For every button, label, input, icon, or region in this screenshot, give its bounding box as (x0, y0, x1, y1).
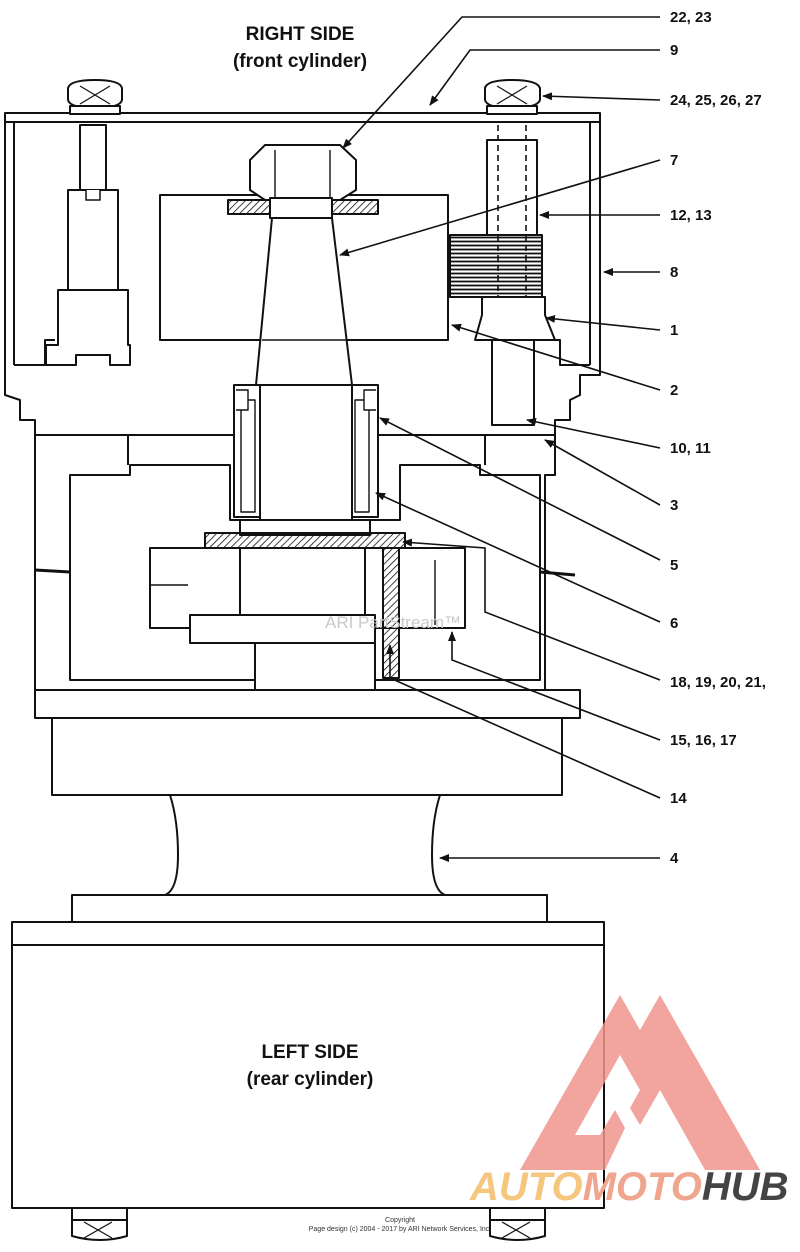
logo-triangle-mark (520, 995, 760, 1170)
leader-22-23 (342, 16, 660, 149)
partstream-watermark: ARI PartStream™ (325, 613, 461, 632)
callout-3: 3 (670, 497, 678, 514)
leader-9 (429, 49, 660, 106)
callout-14: 14 (670, 790, 687, 807)
brand-text: AUTOMOTOHUB (469, 1165, 789, 1209)
callout-8: 8 (670, 264, 678, 281)
callout-10-11: 10, 11 (670, 440, 711, 457)
right-side-heading: RIGHT SIDE (246, 24, 355, 45)
crank-assembly (149, 519, 466, 691)
leader-24-27 (542, 92, 661, 101)
callout-12-13: 12, 13 (670, 207, 712, 224)
leader-5 (379, 417, 661, 561)
plunger-seals (233, 384, 379, 521)
pulley (164, 794, 446, 896)
copyright-line-1: Copyright (385, 1217, 415, 1224)
bottom-right-bolt (489, 1207, 546, 1241)
leader-7 (339, 159, 661, 257)
top-right-bolt (484, 79, 541, 115)
left-valve-assembly (45, 124, 131, 366)
leader-1 (545, 314, 661, 331)
automotohub-logo (520, 995, 760, 1170)
callout-15-17: 15, 16, 17 (670, 732, 737, 749)
leader-6 (375, 492, 661, 623)
left-side-subheading: (rear cylinder) (247, 1069, 374, 1090)
brand-hub: HUB (702, 1165, 789, 1209)
top-left-bolt (67, 79, 123, 115)
leader-18-21 (402, 538, 661, 681)
brand-moto: MOTO (583, 1165, 702, 1209)
leader-14 (386, 644, 661, 799)
callout-4: 4 (670, 850, 679, 867)
leader-lines (339, 16, 661, 862)
callout-24-27: 24, 25, 26, 27 (670, 92, 762, 109)
callout-2: 2 (670, 382, 678, 399)
left-side-housing (11, 921, 605, 1209)
leader-10-11 (526, 417, 661, 449)
callout-labels: 22, 23 9 24, 25, 26, 27 7 12, 13 8 1 2 1… (670, 9, 766, 867)
callout-1: 1 (670, 322, 678, 339)
callout-5: 5 (670, 557, 678, 574)
callout-6: 6 (670, 615, 678, 632)
leader-15-17 (448, 631, 661, 741)
bottom-left-bolt (71, 1207, 128, 1241)
copyright-line-2: Page design (c) 2004 - 2017 by ARI Netwo… (309, 1226, 492, 1233)
piston-nut (227, 144, 379, 219)
callout-18-21: 18, 19, 20, 21, (670, 674, 766, 691)
leader-3 (544, 439, 661, 506)
brand-auto: AUTO (469, 1165, 583, 1209)
left-side-heading: LEFT SIDE (261, 1042, 358, 1063)
right-valve-assembly (449, 125, 556, 426)
pump-drawing (4, 79, 605, 1241)
callout-9: 9 (670, 42, 678, 59)
right-side-subheading: (front cylinder) (233, 51, 367, 72)
callout-22-23: 22, 23 (670, 9, 712, 26)
leader-2 (451, 323, 661, 391)
callout-7: 7 (670, 152, 678, 169)
